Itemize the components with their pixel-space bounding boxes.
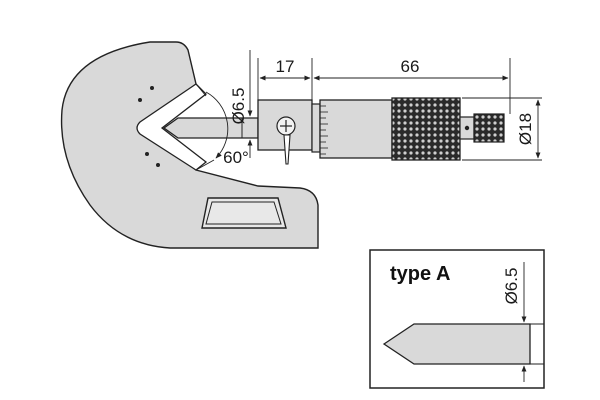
inset-frame bbox=[369, 249, 545, 389]
micrometer-frame bbox=[60, 41, 319, 249]
dim-thimble-diameter: Ø18 bbox=[516, 113, 535, 145]
ratchet-stop bbox=[459, 113, 505, 143]
dimension-lines bbox=[195, 50, 542, 171]
inset-type-a: type A Ø6.5 bbox=[369, 249, 545, 389]
spindle-lock-housing bbox=[257, 99, 313, 165]
v-anvil-notch bbox=[136, 83, 208, 171]
lock-lever bbox=[283, 134, 291, 165]
dim-sleeve-length: 66 bbox=[401, 57, 420, 76]
thimble bbox=[391, 97, 461, 161]
inset-spindle-tip bbox=[382, 323, 531, 365]
dim-spindle-diameter: Ø6.5 bbox=[229, 88, 248, 125]
dim-anvil-angle: 60° bbox=[223, 148, 249, 167]
inset-dim-spindle-diameter: Ø6.5 bbox=[502, 268, 521, 305]
sleeve bbox=[311, 99, 393, 159]
frame-window bbox=[201, 197, 287, 229]
dimension-labels: 17 66 Ø6.5 Ø18 60° bbox=[223, 57, 535, 167]
inset-title: type A bbox=[390, 263, 450, 285]
dim-spindle-to-frame: 17 bbox=[276, 57, 295, 76]
